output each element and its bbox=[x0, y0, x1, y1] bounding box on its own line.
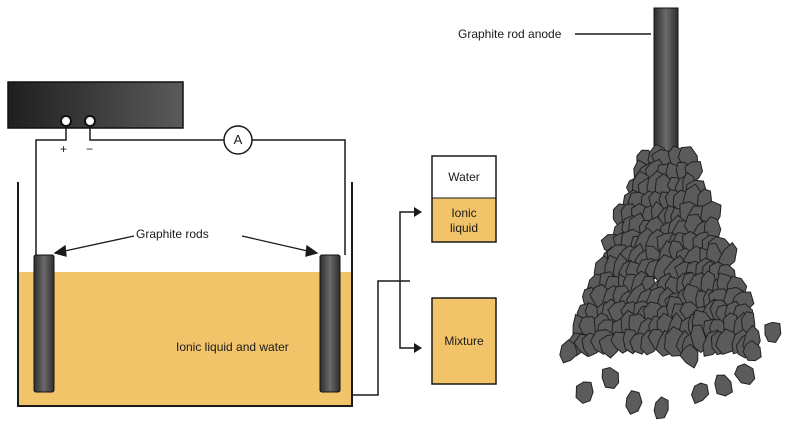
graphite-flakes bbox=[559, 143, 782, 420]
graphite-flake bbox=[742, 339, 762, 362]
graphite-flake bbox=[653, 396, 669, 420]
water-label: Water bbox=[448, 170, 480, 184]
left-graphite-rod bbox=[33, 254, 55, 393]
mixture-label: Mixture bbox=[444, 334, 484, 348]
graphite-flake bbox=[691, 382, 710, 405]
graphite-rods-arrows bbox=[53, 235, 319, 257]
electrolysis-tank bbox=[17, 182, 353, 407]
arrow-to-water-box bbox=[414, 207, 422, 217]
graphite-flake bbox=[679, 343, 699, 369]
separated-sample-box bbox=[431, 155, 497, 243]
plus-label: + bbox=[60, 142, 68, 156]
right-graphite-rod bbox=[319, 254, 341, 393]
graphite-flake bbox=[601, 366, 620, 389]
negative-terminal bbox=[84, 115, 96, 127]
graphite-flake bbox=[625, 390, 643, 415]
graphite-flake bbox=[559, 339, 579, 364]
power-supply bbox=[7, 81, 184, 129]
ionic-liquid-and-water-label: Ionic liquid and water bbox=[176, 340, 289, 354]
positive-terminal bbox=[60, 115, 72, 127]
minus-label: − bbox=[86, 142, 94, 156]
graphite-flake bbox=[764, 321, 782, 344]
graphite-flake bbox=[714, 374, 733, 397]
mixture-sample-box bbox=[431, 297, 497, 385]
graphite-rod-anode-label: Graphite rod anode bbox=[458, 27, 562, 41]
ammeter bbox=[223, 125, 253, 155]
circuit-wires bbox=[35, 126, 415, 396]
ammeter-label: A bbox=[233, 132, 243, 147]
ionic-liquid-label: Ionic liquid bbox=[449, 206, 479, 235]
arrow-to-mixture-box bbox=[414, 343, 422, 353]
graphite-rods-label: Graphite rods bbox=[136, 227, 209, 241]
graphite-flake bbox=[734, 363, 756, 385]
graphite-flake bbox=[575, 381, 594, 404]
